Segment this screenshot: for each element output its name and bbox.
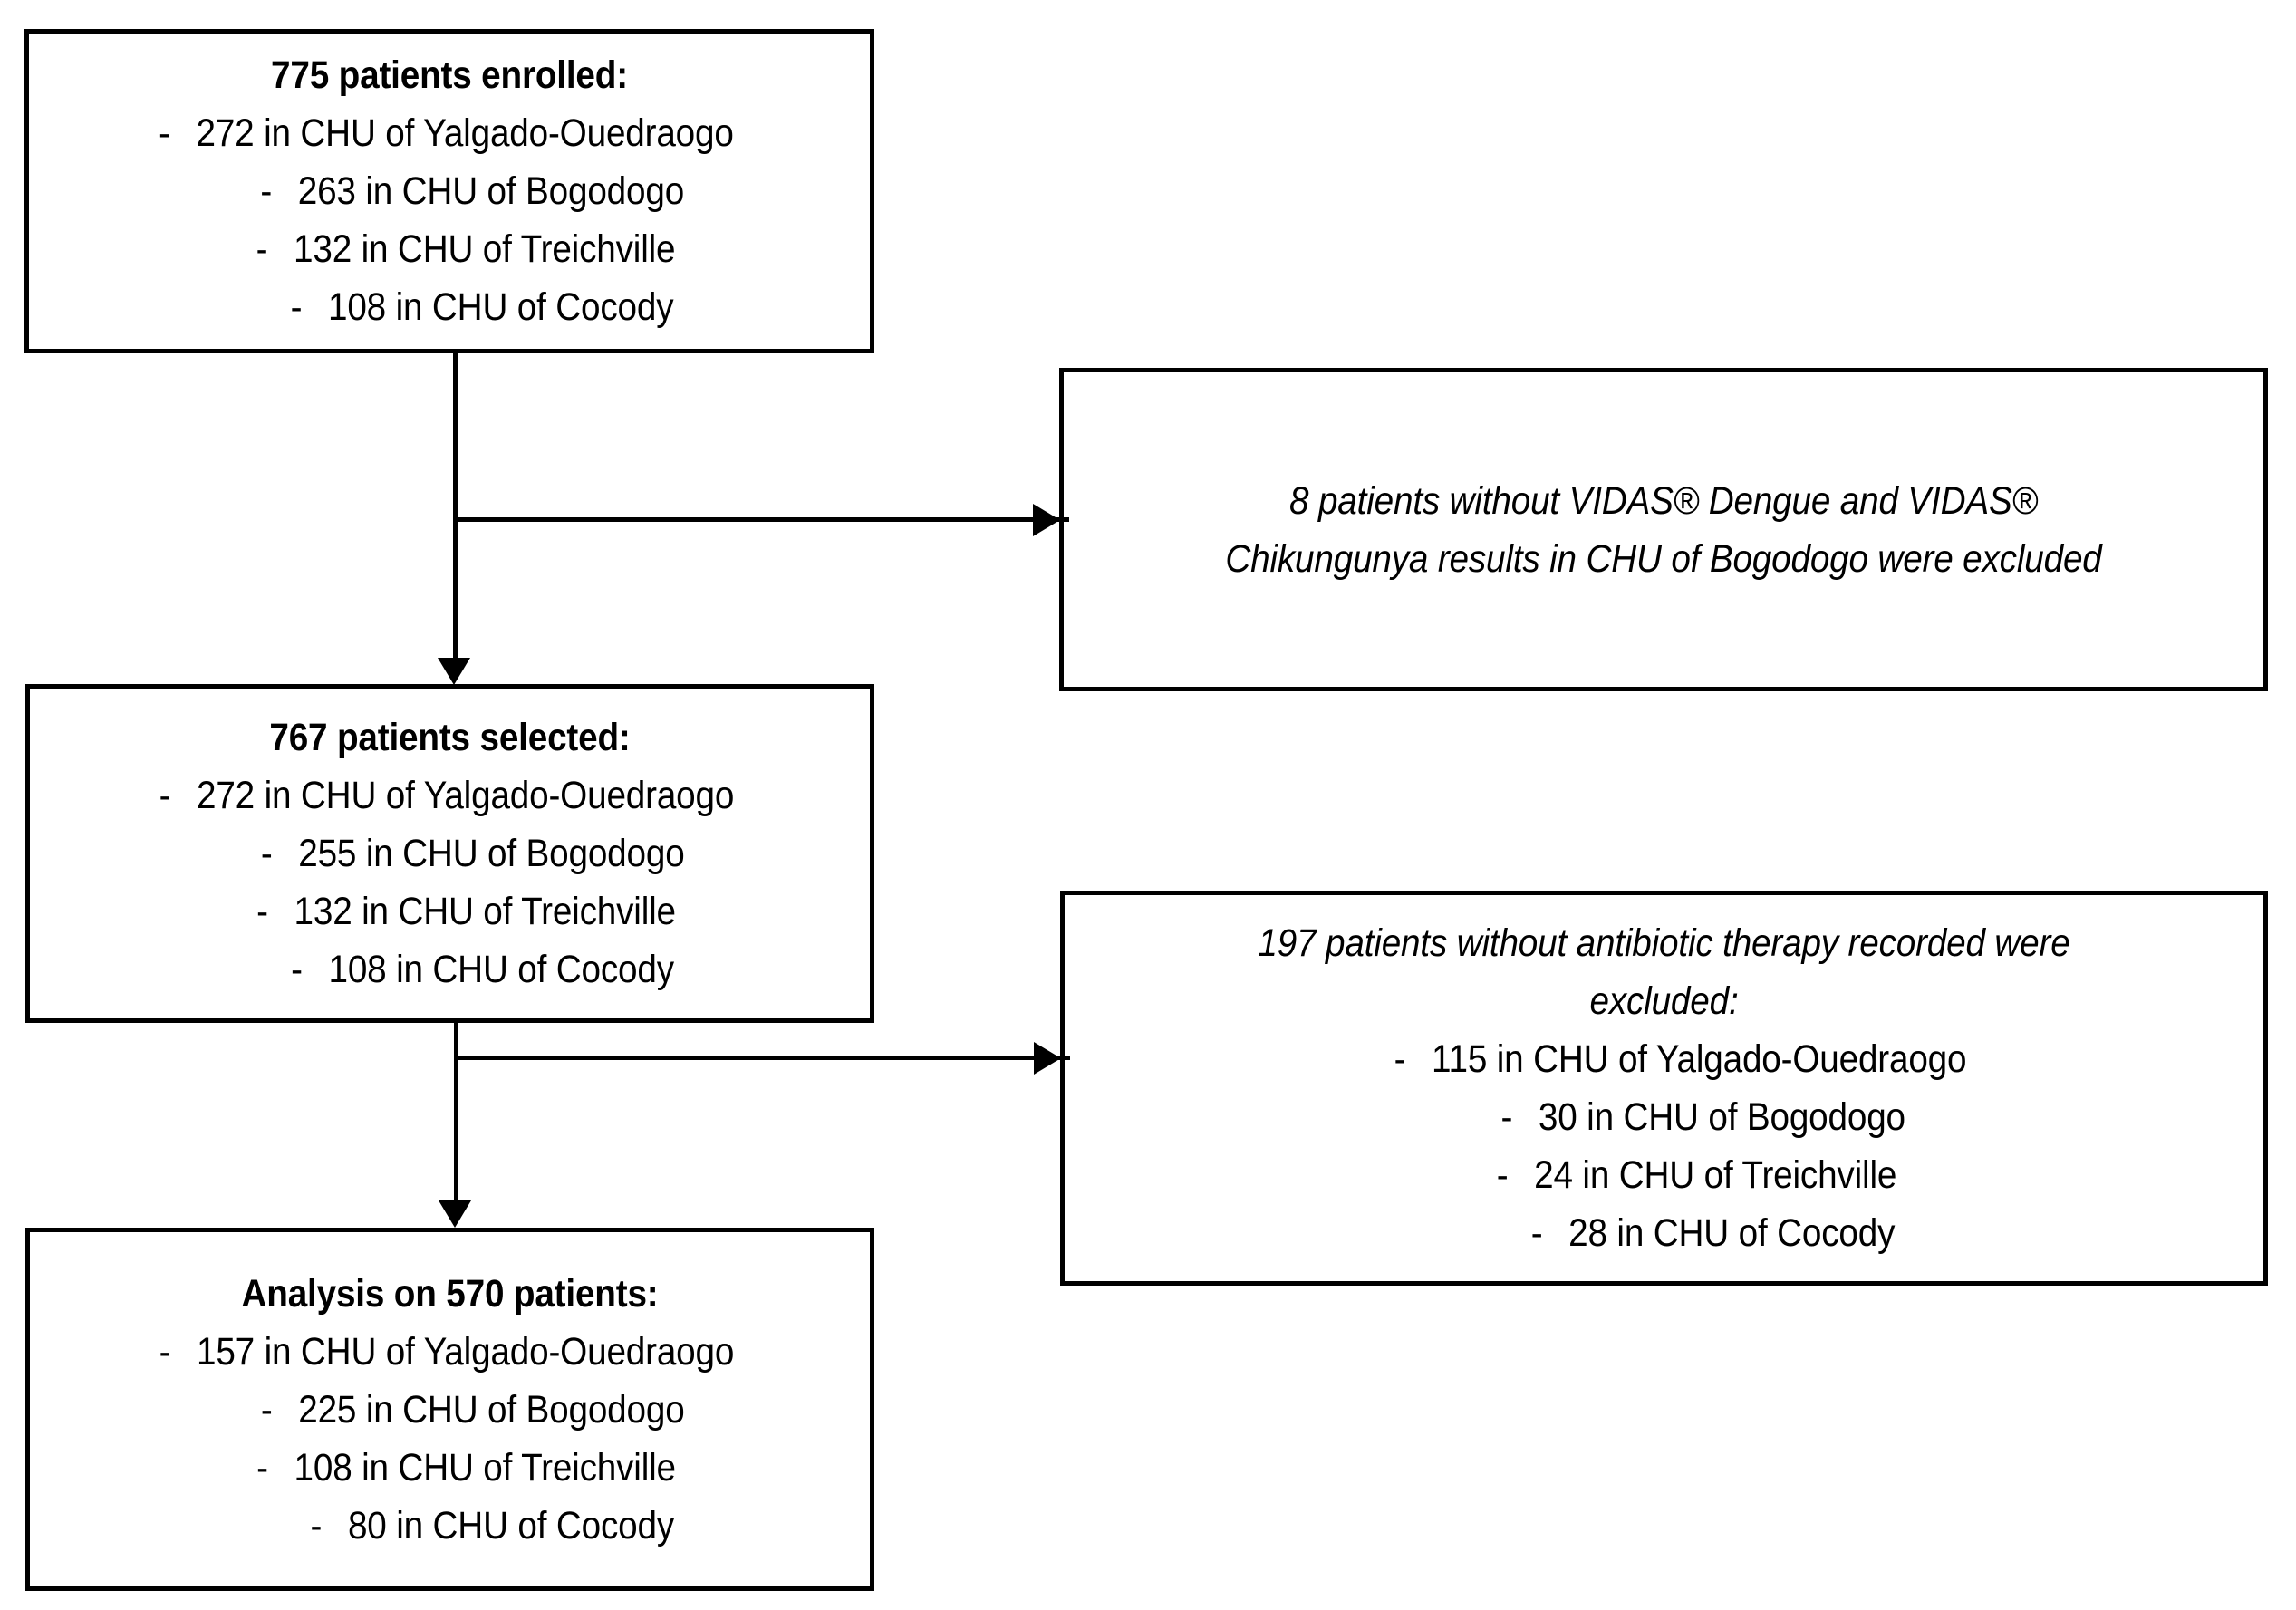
selected-item-3: -108 in CHU of Cocody xyxy=(39,940,860,998)
exclusion-2-line-1: 197 patients without antibiotic therapy … xyxy=(1258,921,2070,965)
analysis-item-1-text: 225 in CHU of Bogodogo xyxy=(298,1387,685,1432)
bullet-dash: - xyxy=(290,285,303,329)
exclusion-2-item-1-text: 30 in CHU of Bogodogo xyxy=(1538,1095,1905,1139)
analysis-title: Analysis on 570 patients: xyxy=(241,1271,659,1316)
box-exclusion-vidas: 8 patients without VIDAS® Dengue and VID… xyxy=(1059,368,2268,691)
connector-branch-to-exclusion-2-line xyxy=(454,1056,1070,1060)
exclusion-1-line-2: Chikungunya results in CHU of Bogodogo w… xyxy=(1225,536,2102,581)
analysis-item-3-text: 80 in CHU of Cocody xyxy=(347,1503,675,1547)
exclusion-2-item-3: -28 in CHU of Cocody xyxy=(1076,1204,2253,1262)
connector-selected-to-analysis-line xyxy=(454,1023,458,1200)
analysis-item-1: -225 in CHU of Bogodogo xyxy=(49,1381,851,1439)
exclusion-2-line-2: excluded: xyxy=(1589,979,1739,1023)
bullet-dash: - xyxy=(260,832,273,875)
enrolled-item-3-text: 108 in CHU of Cocody xyxy=(327,285,674,329)
exclusion-2-item-0: -115 in CHU of Yalgado-Ouedraogo xyxy=(1108,1030,2220,1088)
connector-enrolled-to-selected-line xyxy=(453,353,458,658)
bullet-dash: - xyxy=(310,1503,323,1547)
exclusion-2-item-3-text: 28 in CHU of Cocody xyxy=(1568,1211,1896,1255)
bullet-dash: - xyxy=(260,169,273,213)
arrow-right-icon xyxy=(1034,1042,1061,1075)
selected-item-3-text: 108 in CHU of Cocody xyxy=(328,948,674,991)
bullet-dash: - xyxy=(1530,1211,1543,1255)
enrolled-item-0: -272 in CHU of Yalgado-Ouedraogo xyxy=(68,104,831,162)
box-patients-selected: 767 patients selected: -272 in CHU of Ya… xyxy=(25,684,874,1023)
enrolled-item-0-text: 272 in CHU of Yalgado-Ouedraogo xyxy=(196,111,734,155)
exclusion-1-line-1: 8 patients without VIDAS® Dengue and VID… xyxy=(1289,478,2038,523)
bullet-dash: - xyxy=(1496,1153,1509,1197)
exclusion-2-item-2-text: 24 in CHU of Treichville xyxy=(1534,1153,1897,1197)
selected-item-2: -132 in CHU of Treichville xyxy=(55,882,844,940)
exclusion-2-item-2: -24 in CHU of Treichville xyxy=(1092,1146,2236,1204)
exclusion-2-item-0-text: 115 in CHU of Yalgado-Ouedraogo xyxy=(1432,1037,1967,1081)
bullet-dash: - xyxy=(159,774,171,817)
arrow-down-icon xyxy=(439,1200,471,1228)
bullet-dash: - xyxy=(291,948,303,991)
arrow-right-icon xyxy=(1033,504,1060,536)
arrow-down-icon xyxy=(438,658,470,685)
enrolled-item-1-text: 263 in CHU of Bogodogo xyxy=(297,169,685,213)
box-analysis-population: Analysis on 570 patients: -157 in CHU of… xyxy=(25,1228,874,1591)
selected-item-1: -255 in CHU of Bogodogo xyxy=(49,824,851,882)
selected-item-2-text: 132 in CHU of Treichville xyxy=(294,890,677,933)
box-patients-enrolled: 775 patients enrolled: -272 in CHU of Ya… xyxy=(24,29,874,353)
bullet-dash: - xyxy=(256,890,268,933)
analysis-item-0: -157 in CHU of Yalgado-Ouedraogo xyxy=(69,1323,832,1381)
enrolled-item-1: -263 in CHU of Bogodogo xyxy=(48,162,851,220)
selected-item-0-text: 272 in CHU of Yalgado-Ouedraogo xyxy=(196,774,735,817)
selected-title: 767 patients selected: xyxy=(269,716,631,759)
bullet-dash: - xyxy=(1500,1095,1513,1139)
connector-branch-to-exclusion-1-line xyxy=(453,517,1069,522)
box-exclusion-antibiotic: 197 patients without antibiotic therapy … xyxy=(1060,891,2268,1286)
enrolled-item-2: -132 in CHU of Treichville xyxy=(54,220,844,278)
bullet-dash: - xyxy=(159,111,170,155)
exclusion-2-item-1: -30 in CHU of Bogodogo xyxy=(1085,1088,2243,1146)
analysis-item-3: -80 in CHU of Cocody xyxy=(30,1497,871,1555)
enrolled-title: 775 patients enrolled: xyxy=(271,53,628,97)
enrolled-item-3: -108 in CHU of Cocody xyxy=(38,278,860,336)
bullet-dash: - xyxy=(159,1329,171,1374)
bullet-dash: - xyxy=(256,1445,268,1489)
analysis-item-2: -108 in CHU of Treichville xyxy=(55,1439,844,1497)
bullet-dash: - xyxy=(1394,1037,1406,1081)
bullet-dash: - xyxy=(256,227,268,271)
bullet-dash: - xyxy=(260,1387,273,1432)
analysis-item-0-text: 157 in CHU of Yalgado-Ouedraogo xyxy=(196,1329,735,1374)
selected-item-0: -272 in CHU of Yalgado-Ouedraogo xyxy=(69,766,832,824)
analysis-item-2-text: 108 in CHU of Treichville xyxy=(294,1445,677,1489)
enrolled-item-2-text: 132 in CHU of Treichville xyxy=(294,227,676,271)
selected-item-1-text: 255 in CHU of Bogodogo xyxy=(298,832,685,875)
